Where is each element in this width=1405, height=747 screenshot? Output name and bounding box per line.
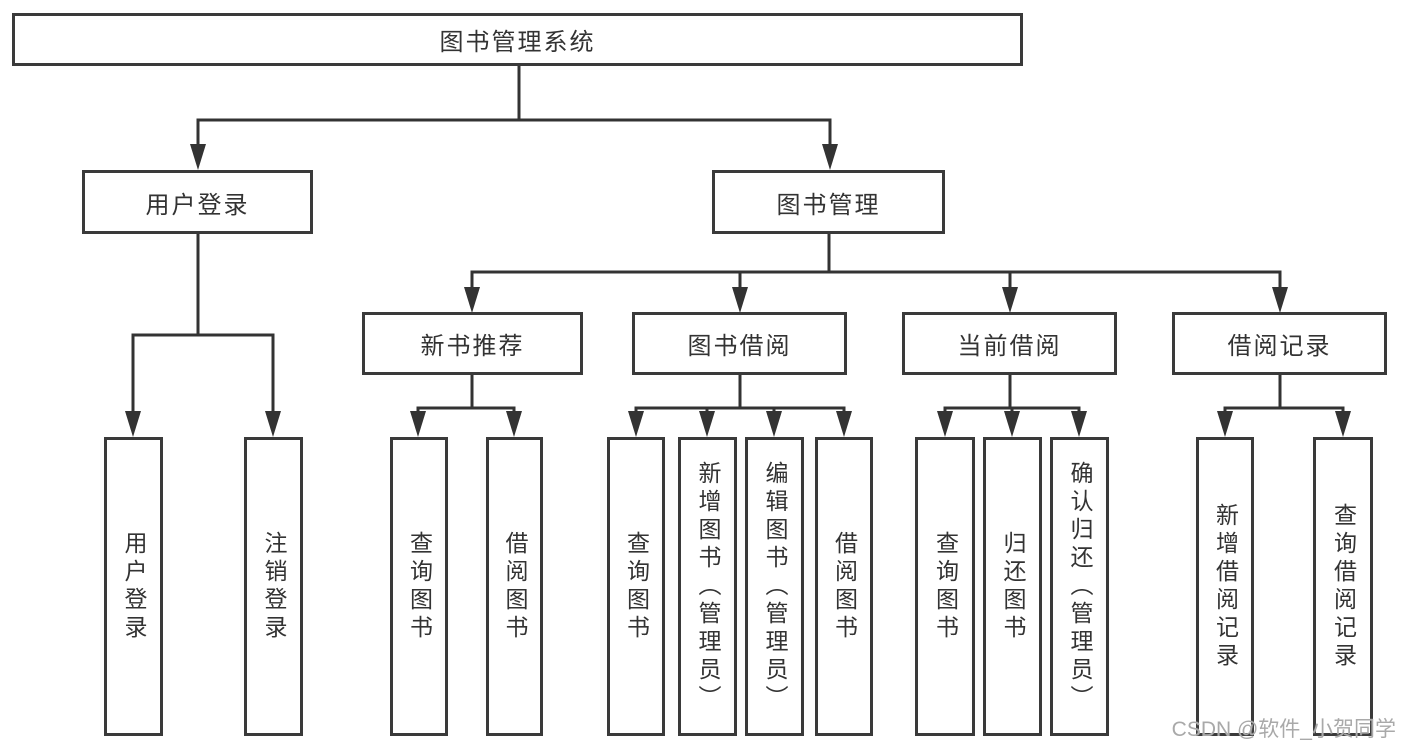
arrowhead <box>190 144 206 170</box>
leaf-user-login-label: 用户登录 <box>121 530 147 643</box>
arrowhead <box>699 411 715 437</box>
leaf-edit-book-admin-label: 编辑图书（管理员） <box>762 460 788 713</box>
arrowhead <box>464 287 480 313</box>
leaf-logout-label: 注销登录 <box>261 530 287 643</box>
arrowhead <box>265 411 281 437</box>
leaf-query-borrow-record-label: 查询借阅记录 <box>1330 502 1357 671</box>
arrowhead <box>628 411 644 437</box>
node-user-login: 用户登录 <box>82 170 313 234</box>
arrowhead <box>506 411 522 437</box>
node-current-borrow-label: 当前借阅 <box>957 333 1062 360</box>
arrowhead <box>766 411 782 437</box>
node-root: 图书管理系统 <box>12 13 1023 66</box>
arrowhead <box>1335 411 1351 437</box>
edge-book-management-to-level3 <box>470 231 1282 297</box>
leaf-add-borrow-record-label: 新增借阅记录 <box>1212 502 1239 671</box>
arrowhead <box>1071 411 1087 437</box>
node-current-borrow: 当前借阅 <box>902 312 1117 375</box>
arrowhead <box>1217 411 1233 437</box>
leaf-borrow-book-label: 借阅图书 <box>831 530 858 643</box>
watermark-text: CSDN @软件_小贺同学 <box>1171 718 1396 741</box>
node-book-management: 图书管理 <box>712 170 945 234</box>
leaf-user-login: 用户登录 <box>104 437 163 736</box>
leaf-add-book-admin-label: 新增图书（管理员） <box>695 460 721 713</box>
arrowhead <box>410 411 426 437</box>
arrowhead <box>1002 287 1018 313</box>
leaf-query-borrow-record: 查询借阅记录 <box>1313 437 1373 736</box>
arrowhead <box>125 411 141 437</box>
node-borrow-records: 借阅记录 <box>1172 312 1387 375</box>
leaf-logout: 注销登录 <box>244 437 303 736</box>
leaf-borrow-book: 借阅图书 <box>815 437 873 736</box>
arrowhead <box>1004 411 1020 437</box>
node-new-book-recommend-label: 新书推荐 <box>420 333 525 360</box>
edge-borrow-records-to-leaves <box>1223 372 1345 422</box>
leaf-query-book-current: 查询图书 <box>915 437 975 736</box>
leaf-query-book-borrow: 查询图书 <box>607 437 665 736</box>
leaf-query-book-recommend-label: 查询图书 <box>406 530 433 643</box>
node-root-label: 图书管理系统 <box>439 29 596 56</box>
leaf-borrow-book-recommend: 借阅图书 <box>486 437 543 736</box>
edge-user-login-to-leaves <box>131 231 275 417</box>
leaf-query-book-current-label: 查询图书 <box>932 530 959 643</box>
node-book-management-label: 图书管理 <box>776 191 881 219</box>
leaf-confirm-return-admin-label: 确认归还（管理员） <box>1067 460 1093 713</box>
node-borrow-records-label: 借阅记录 <box>1227 333 1332 360</box>
leaf-query-book-borrow-label: 查询图书 <box>623 530 650 643</box>
node-new-book-recommend: 新书推荐 <box>362 312 583 375</box>
arrowheads <box>125 144 1351 437</box>
edge-root-to-level2 <box>196 63 832 154</box>
leaf-return-book: 归还图书 <box>983 437 1042 736</box>
leaf-add-book-admin: 新增图书（管理员） <box>678 437 737 736</box>
node-book-borrow-label: 图书借阅 <box>687 333 792 360</box>
edge-book-borrow-to-leaves <box>634 372 846 422</box>
edge-new-book-to-leaves <box>416 372 516 422</box>
node-user-login-label: 用户登录 <box>145 191 250 219</box>
arrowhead <box>1272 287 1288 313</box>
arrowhead <box>937 411 953 437</box>
leaf-return-book-label: 归还图书 <box>1000 530 1026 643</box>
node-book-borrow: 图书借阅 <box>632 312 847 375</box>
arrowhead <box>822 144 838 170</box>
leaf-edit-book-admin: 编辑图书（管理员） <box>745 437 804 736</box>
arrowhead <box>836 411 852 437</box>
arrowhead <box>732 287 748 313</box>
leaf-add-borrow-record: 新增借阅记录 <box>1196 437 1254 736</box>
leaf-confirm-return-admin: 确认归还（管理员） <box>1050 437 1109 736</box>
leaf-query-book-recommend: 查询图书 <box>390 437 448 736</box>
leaf-borrow-book-recommend-label: 借阅图书 <box>502 530 528 643</box>
